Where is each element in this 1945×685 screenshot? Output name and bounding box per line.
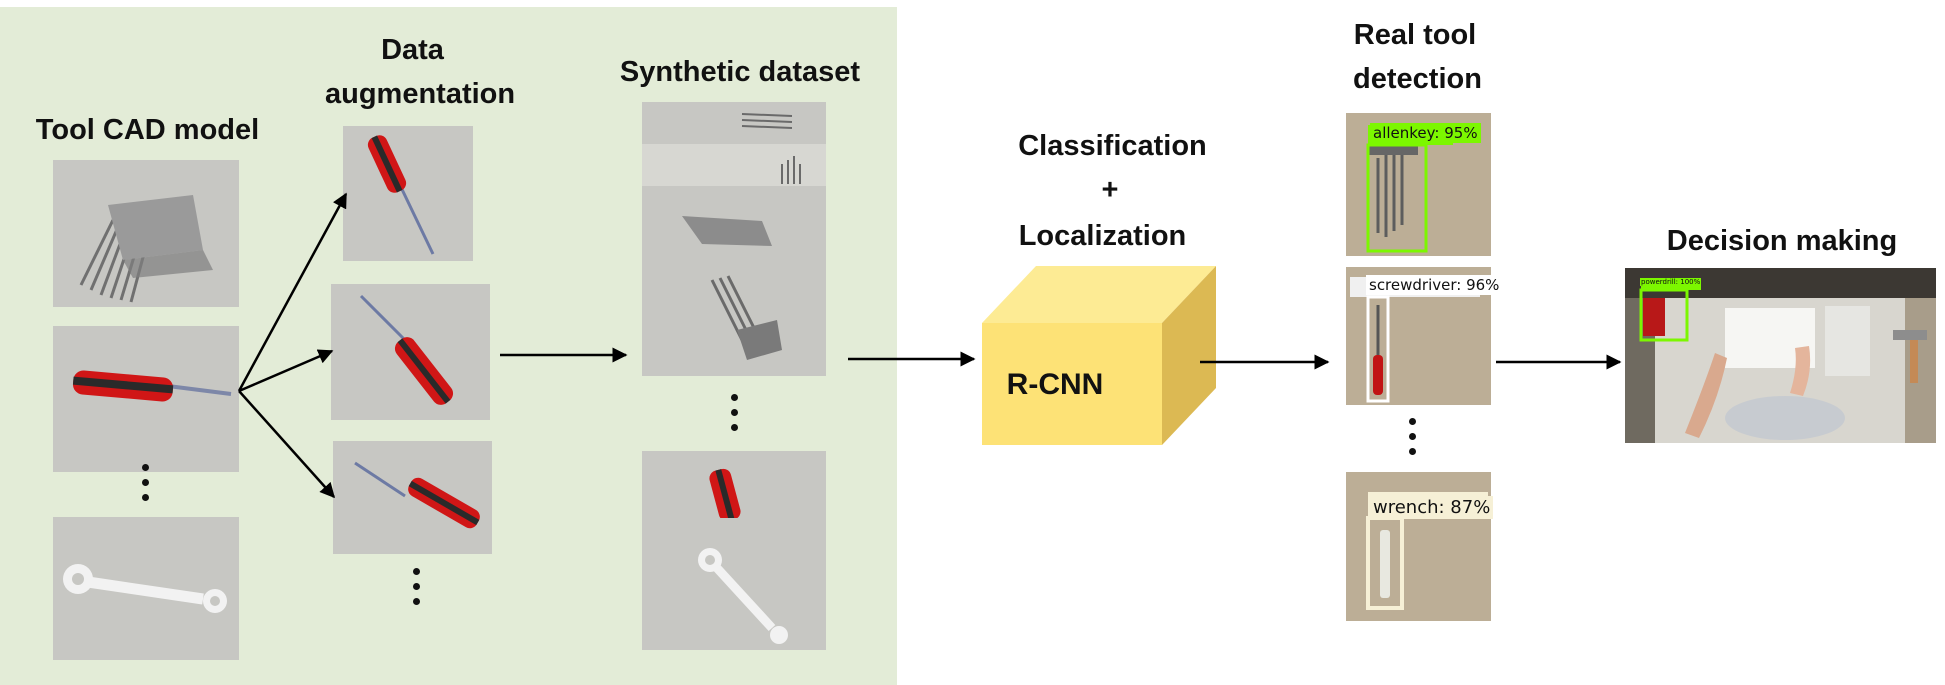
augmented-image-3 bbox=[333, 441, 492, 554]
cad-more-dots bbox=[141, 464, 151, 509]
synthetic-title: Synthetic dataset bbox=[619, 56, 861, 88]
augmentation-title-line2: augmentation bbox=[325, 78, 516, 110]
synthetic-more-dots bbox=[730, 394, 740, 439]
synthetic-image-3 bbox=[642, 186, 826, 250]
detection-allenkey-label: allenkey: 95% bbox=[1370, 123, 1481, 143]
augmentation-title-line1: Data bbox=[381, 34, 444, 66]
classification-title: Classification bbox=[1018, 130, 1207, 162]
cad-screwdriver-image bbox=[53, 326, 239, 472]
localization-title: Localization bbox=[1018, 220, 1187, 252]
detection-wrench-label: wrench: 87% bbox=[1370, 496, 1494, 519]
cad-allenkey-image bbox=[53, 160, 239, 307]
synthetic-image-6 bbox=[642, 518, 826, 650]
augmented-image-2 bbox=[331, 284, 490, 420]
real-detection-title-line1: Real tool bbox=[1353, 19, 1477, 51]
plus-sign: + bbox=[1101, 174, 1119, 206]
detection-screwdriver-label: screwdriver: 96% bbox=[1366, 275, 1503, 295]
decision-detection-label: powerdrill: 100% bbox=[1640, 278, 1702, 286]
cad-model-title: Tool CAD model bbox=[35, 114, 260, 146]
decision-title: Decision making bbox=[1666, 225, 1898, 257]
detection-more-dots bbox=[1408, 418, 1418, 463]
synthetic-image-4 bbox=[642, 250, 826, 376]
synthetic-image-5 bbox=[642, 451, 826, 518]
synthetic-image-1 bbox=[642, 102, 826, 144]
real-detection-title-line2: detection bbox=[1353, 63, 1482, 95]
cad-wrench-image bbox=[53, 517, 239, 660]
augmented-more-dots bbox=[412, 568, 422, 613]
rcnn-label: R-CNN bbox=[1006, 368, 1104, 401]
decision-workspace-image bbox=[1625, 268, 1936, 443]
synthetic-image-2 bbox=[642, 144, 826, 186]
augmented-image-1 bbox=[343, 126, 473, 261]
detection-wrench-image bbox=[1346, 472, 1491, 621]
